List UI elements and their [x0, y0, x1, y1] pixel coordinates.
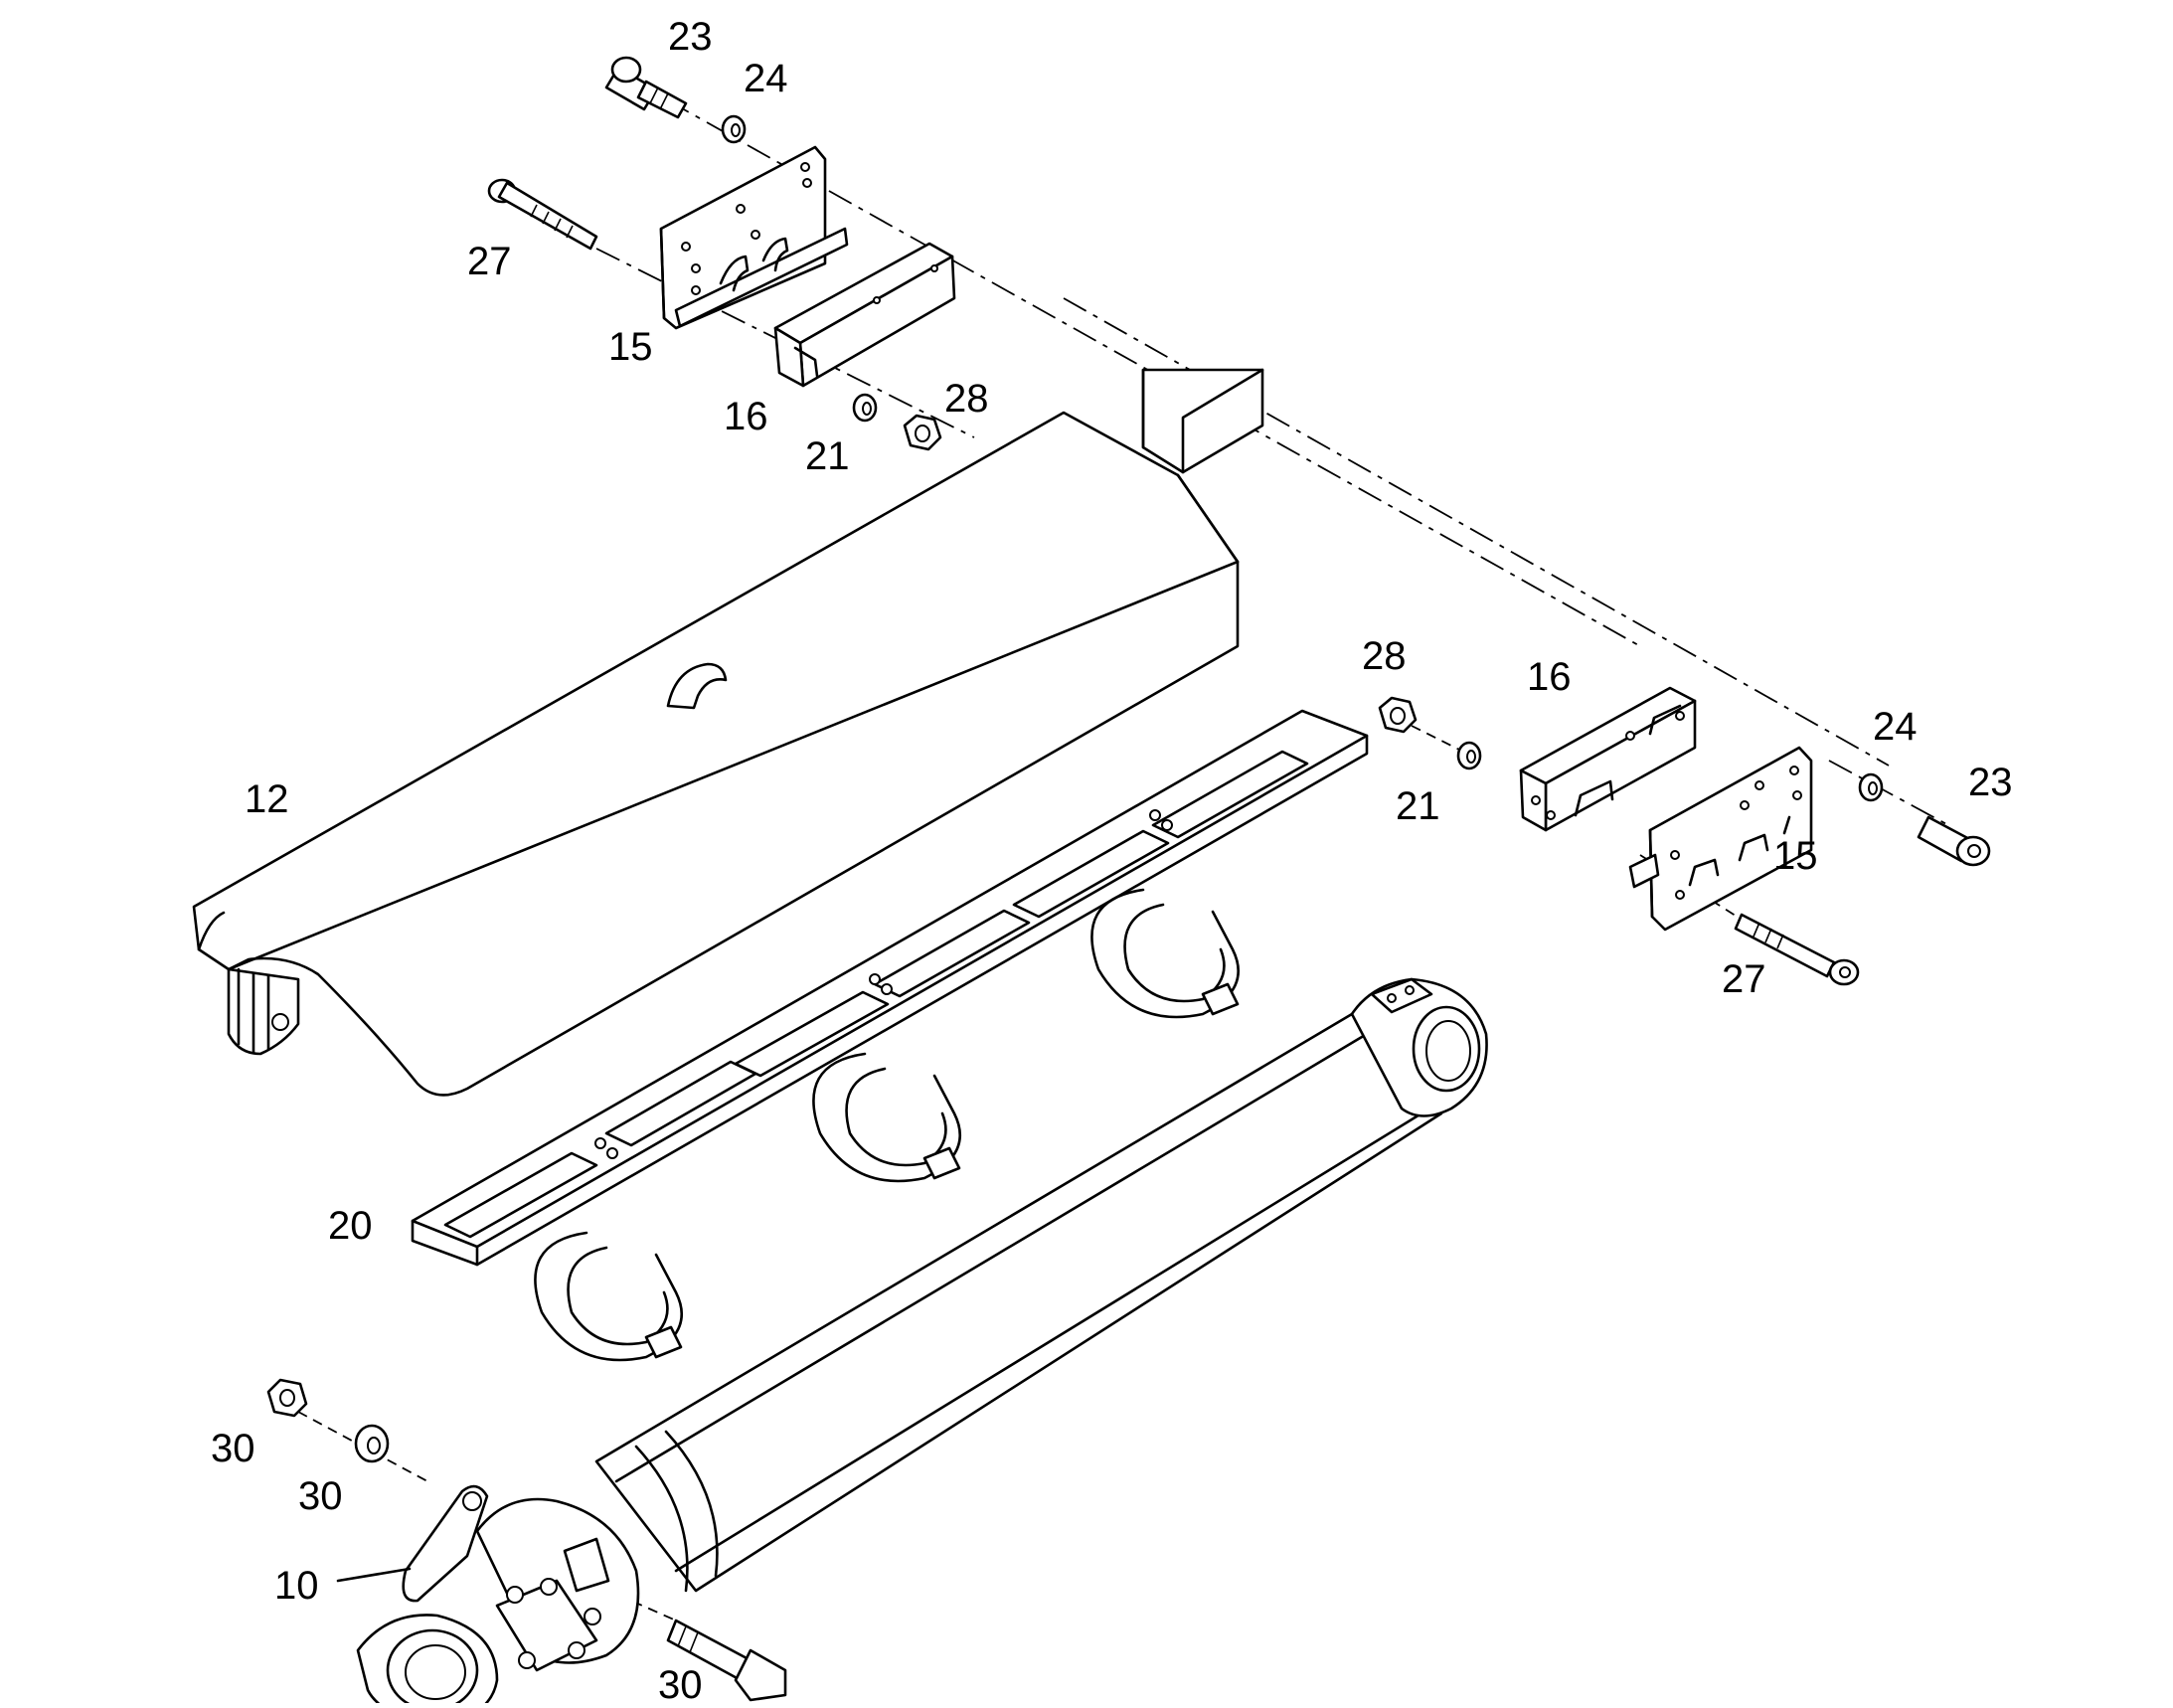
lock-washer-21-right — [1456, 741, 1482, 770]
callout-24-top: 24 — [744, 57, 788, 100]
callout-23-top: 23 — [668, 15, 713, 59]
nut-28-right — [1378, 696, 1418, 734]
support-frame-20 — [411, 709, 1369, 1362]
cap-screw-23-right — [1917, 815, 1991, 867]
long-bolt-27-right — [1734, 913, 1860, 986]
leader-line-10 — [336, 1567, 412, 1583]
cap-screw-23-top — [604, 56, 688, 119]
callout-labels: 23 24 27 15 16 21 28 12 28 16 21 24 23 1… — [211, 15, 2013, 1707]
callout-23-right: 23 — [1968, 761, 2013, 804]
callout-15-top: 15 — [608, 325, 653, 369]
lock-washer-21-top — [852, 393, 878, 423]
callout-10: 10 — [274, 1564, 319, 1608]
callout-28-right: 28 — [1362, 634, 1407, 678]
hydraulic-cylinder — [356, 977, 1488, 1708]
callout-20: 20 — [328, 1204, 373, 1248]
long-bolt-27-top — [487, 178, 598, 251]
callout-16-top: 16 — [724, 395, 768, 438]
callout-28-top: 28 — [944, 377, 989, 421]
callout-21-top: 21 — [805, 434, 850, 478]
nut-30 — [266, 1378, 308, 1418]
washer-24-right — [1858, 772, 1884, 802]
callout-16-right: 16 — [1527, 655, 1572, 699]
nut-28-top — [903, 414, 942, 451]
callout-27-right: 27 — [1722, 957, 1766, 1001]
main-cover-12 — [192, 368, 1264, 1097]
guide-block-16-top — [773, 242, 956, 388]
callout-30-washer: 30 — [298, 1474, 343, 1518]
mounting-plate-15-top — [659, 145, 849, 330]
callout-12: 12 — [245, 777, 289, 821]
callout-24-right: 24 — [1873, 705, 1918, 749]
callout-15-right: 15 — [1773, 834, 1818, 878]
callout-30-bolt: 30 — [658, 1663, 703, 1703]
callout-27-top: 27 — [467, 240, 512, 283]
washer-30 — [354, 1424, 390, 1463]
callout-21-right: 21 — [1396, 784, 1440, 828]
guide-block-16-right — [1519, 686, 1697, 832]
bolt-30 — [666, 1619, 787, 1702]
washer-24-top — [721, 114, 747, 144]
callout-30-nut: 30 — [211, 1427, 255, 1470]
mounting-plate-15-right — [1628, 746, 1813, 932]
